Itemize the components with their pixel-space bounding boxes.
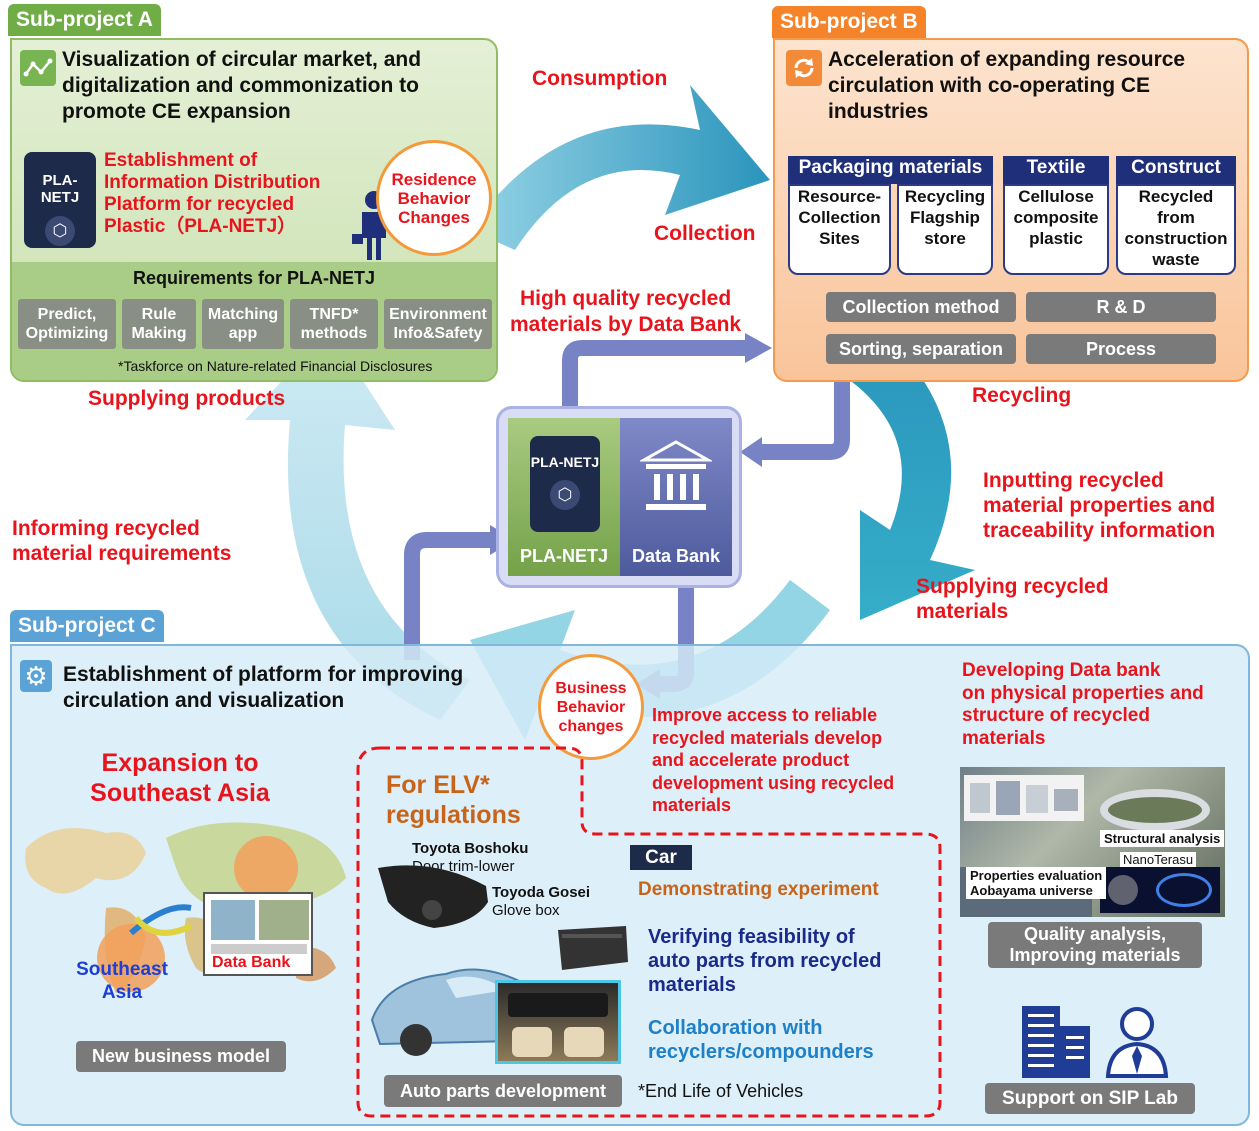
businessperson-icon [1104, 1004, 1170, 1083]
label-consumption: Consumption [532, 67, 668, 90]
hub-netj-badge: PLA-NETJ ⬡ [530, 436, 600, 532]
databank-inset-label: Data Bank [208, 954, 295, 972]
cube-icon: ⬡ [45, 216, 75, 246]
support-on-sip-lab: Support on SIP Lab [985, 1083, 1195, 1114]
hub-netj-label: PLA-NETJ [519, 546, 608, 566]
pill-collection-method: Collection method [826, 292, 1016, 322]
requirements-title: Requirements for PLA-NETJ [132, 268, 376, 288]
pill-process: Process [1026, 334, 1216, 364]
pill-sorting: Sorting, separation [826, 334, 1016, 364]
bank-icon [638, 438, 714, 523]
recycle-icon [786, 50, 822, 86]
header-textile: Textile [1003, 156, 1109, 184]
sub-project-b-tag: Sub-project B [772, 6, 926, 38]
cube-icon: ⬡ [550, 480, 580, 510]
car-badge: Car [630, 845, 692, 870]
building-icon [1018, 1002, 1094, 1083]
elv-footnote: *End Life of Vehicles [638, 1081, 804, 1101]
cycle-arrow-left [245, 330, 470, 720]
pla-netj-logo: PLA-NETJ ⬡ [24, 152, 96, 248]
chart-line-icon [20, 50, 56, 86]
cycle-arrow-right [835, 330, 975, 620]
demonstrating-experiment: Demonstrating experiment [638, 879, 879, 900]
header-packaging-materials: Packaging materials [788, 156, 993, 184]
auto-parts-development: Auto parts development [384, 1075, 622, 1107]
label-supplying-products: Supplying products [88, 387, 286, 410]
tnfd-footnote: *Taskforce on Nature-related Financial D… [118, 358, 433, 374]
sub-project-c-tag: Sub-project C [10, 610, 164, 642]
label-collection: Collection [654, 222, 756, 245]
glove-box-image [552, 922, 632, 979]
car-interior-photo [495, 980, 621, 1064]
label-recycling: Recycling [972, 384, 1072, 407]
header-construct: Construct [1116, 156, 1236, 184]
hub-databank-half [620, 418, 732, 576]
door-trim-image [374, 862, 494, 939]
structural-analysis-caption: Structural analysis [1100, 830, 1225, 847]
pill-rnd: R & D [1026, 292, 1216, 322]
gear-icon: ⚙ [20, 660, 52, 692]
hub-databank-label: Data Bank [631, 546, 721, 566]
new-business-model: New business model [76, 1041, 286, 1072]
quality-analysis: Quality analysis,Improving materials [988, 922, 1202, 968]
elv-title: For ELV*regulations [386, 771, 521, 829]
sub-project-a-tag: Sub-project A [8, 4, 161, 36]
nanoterasu-caption: NanoTerasu [1120, 852, 1197, 867]
cycle-arrow-top [470, 85, 770, 250]
requirement-tnfd: TNFD*methods [290, 299, 378, 349]
requirement-predict: Predict,Optimizing [18, 299, 116, 349]
